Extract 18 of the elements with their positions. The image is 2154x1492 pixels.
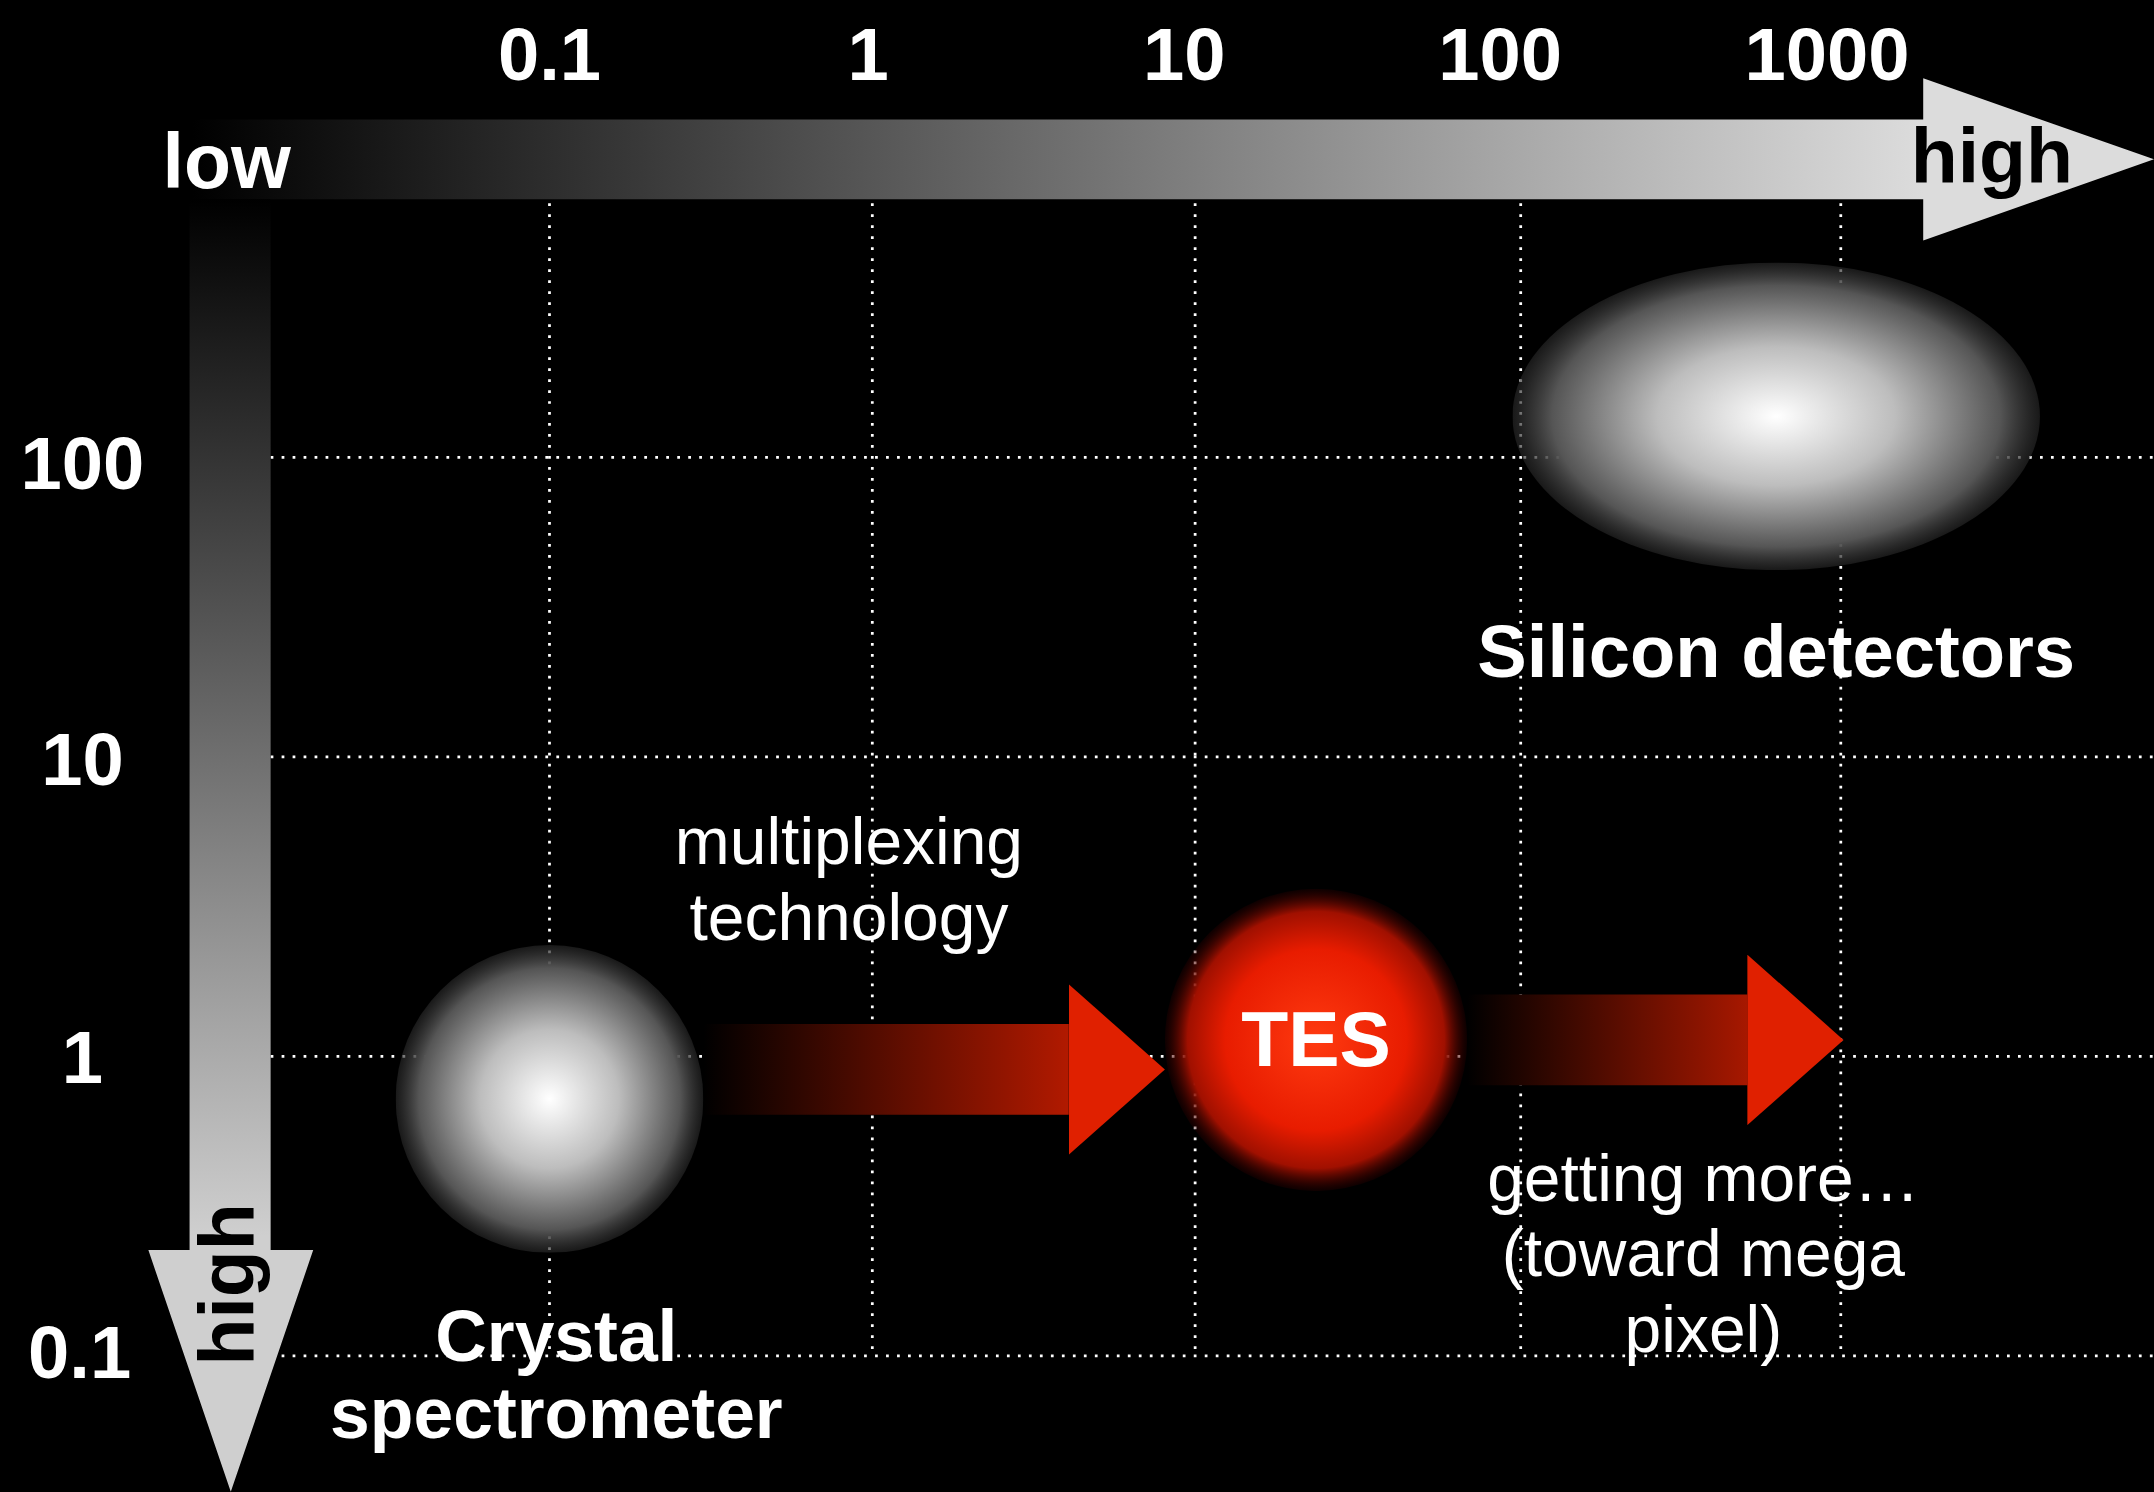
edge-label: multiplexing technology: [673, 804, 1025, 956]
axis-tick-label: 1000: [1744, 14, 1910, 96]
axis-tick-label: 1: [847, 14, 889, 96]
axis-tick-label: 1: [61, 1016, 104, 1099]
arrow: [1467, 954, 1844, 1126]
axis-end-label: high: [185, 1203, 271, 1366]
axis-tick-label: 100: [20, 423, 145, 506]
axis-tick-label: 10: [1142, 14, 1226, 96]
axis-end-label: low: [162, 119, 291, 205]
node-label: TES: [1240, 998, 1392, 1082]
node-label: Crystal spectrometer: [329, 1298, 784, 1453]
axis-tick-label: 10: [41, 718, 124, 801]
axis-end-label: high: [1910, 114, 2074, 199]
axis-tick-label: 0.1: [497, 14, 602, 96]
axis-tick-label: 100: [1438, 14, 1562, 96]
axis-tick-label: 0.1: [28, 1312, 132, 1394]
edge-label: getting more… (toward mega pixel): [1486, 1140, 1921, 1368]
node-label: Silicon detectors: [1476, 611, 2077, 692]
